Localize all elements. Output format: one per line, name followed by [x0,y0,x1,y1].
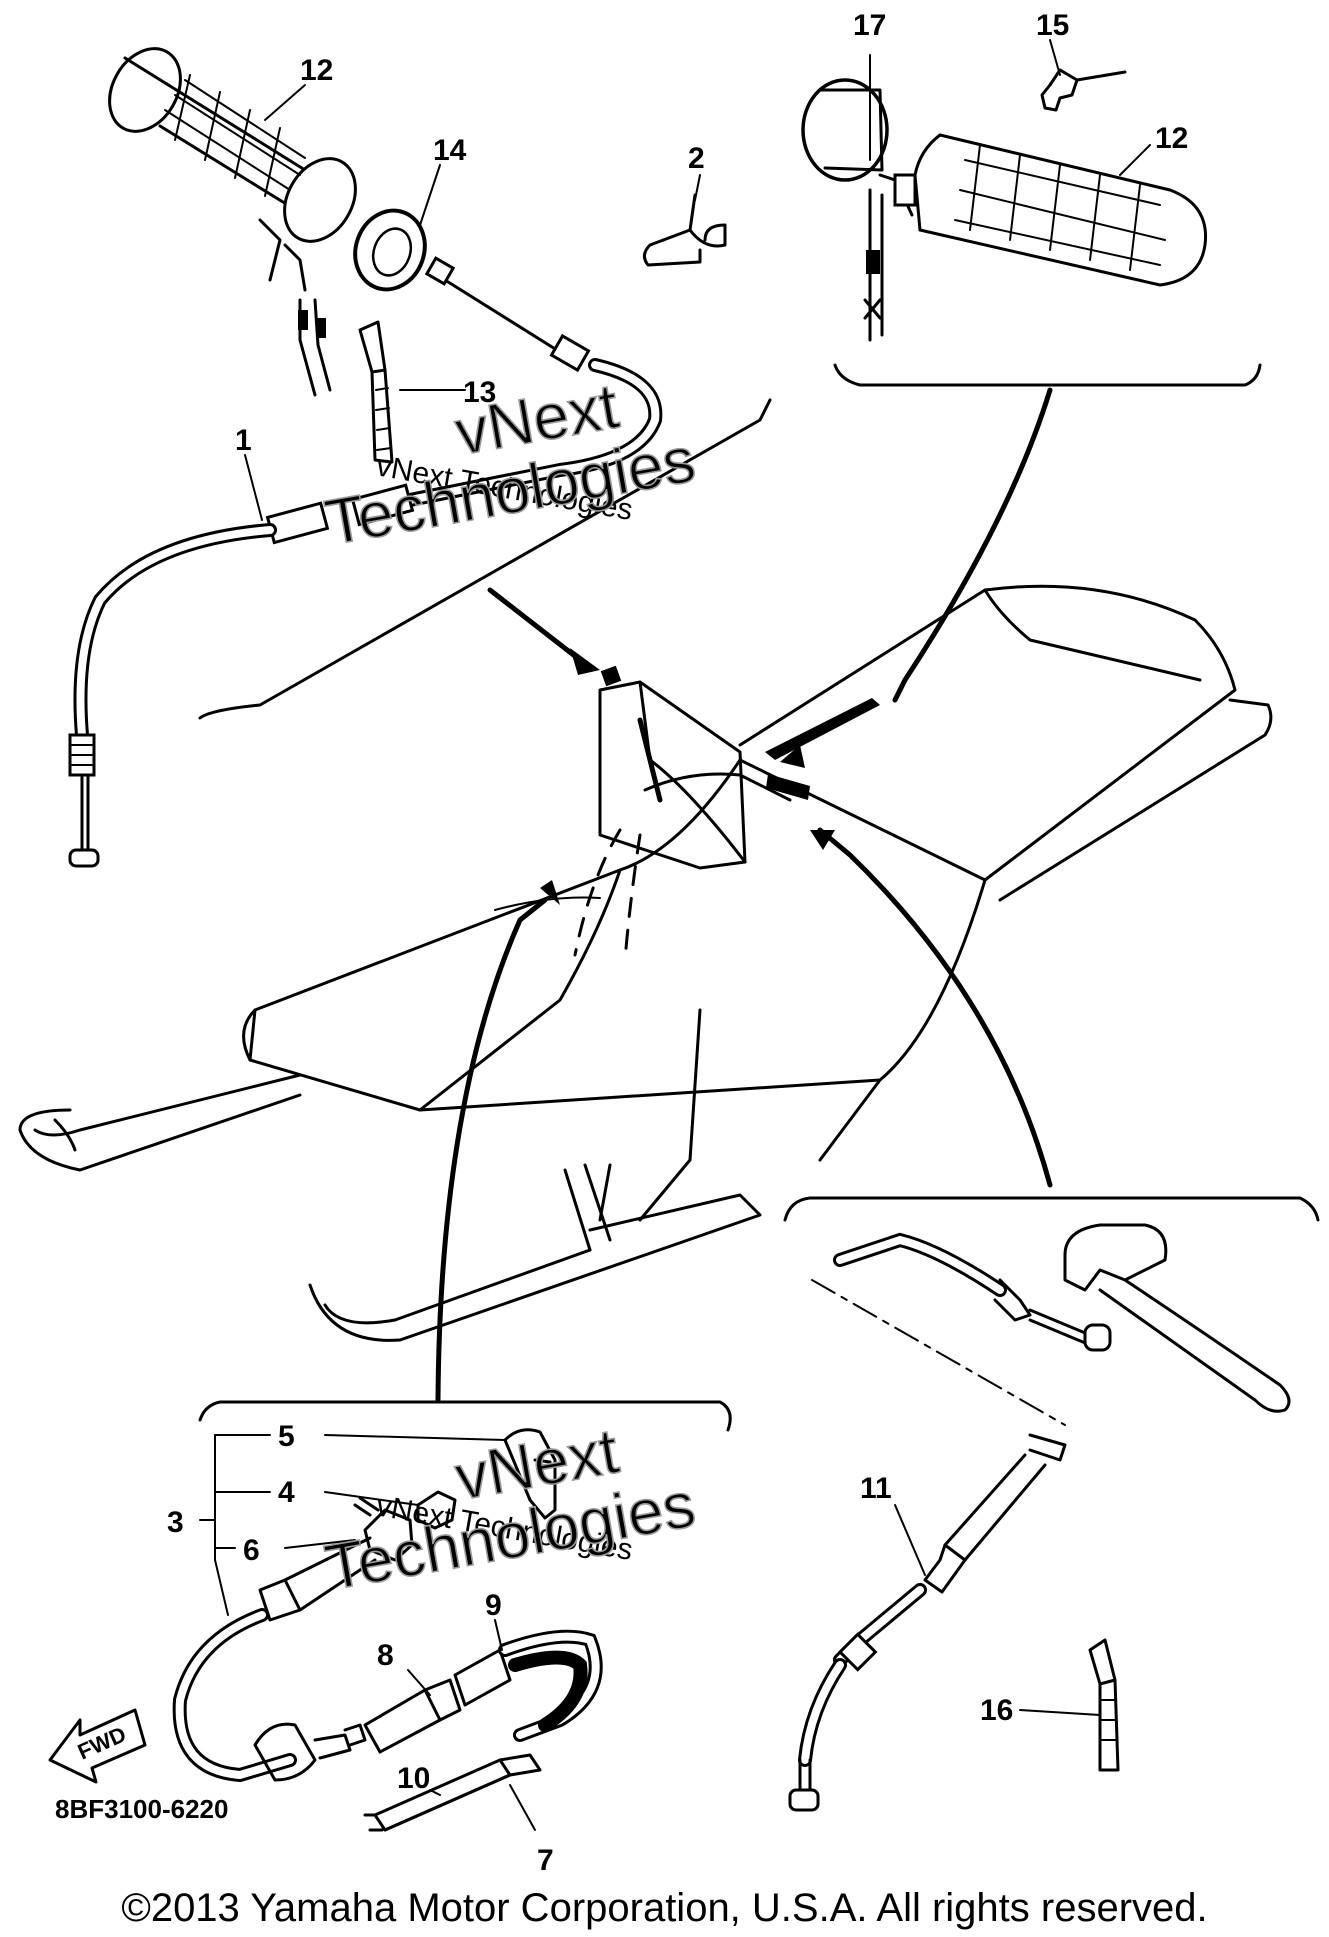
callout-16: 16 [980,1694,1013,1727]
watermark-bottom: vNext Technologies vNext Technologies [319,1414,701,1605]
right-grip-group [765,68,1262,768]
handlebar-grip-left [108,47,357,292]
callout-9: 9 [485,1589,502,1622]
brake-cable-group [783,827,1320,1812]
throttle-grip-group [68,47,772,868]
switch-cable-group: FWD [48,880,732,1832]
callout-1: 1 [235,424,252,457]
callout-11: 11 [860,1472,892,1505]
copyright-notice: ©2013 Yamaha Motor Corporation, U.S.A. A… [121,1886,1208,1930]
callout-12-right: 12 [1155,122,1188,155]
callout-12-left: 12 [300,54,333,87]
fwd-arrow-icon: FWD [48,1708,147,1784]
callout-4: 4 [278,1476,295,1509]
callout-labels: 1 2 3 4 5 6 7 8 9 10 11 12 12 13 14 15 1… [167,9,1188,1877]
callout-15: 15 [1036,9,1069,42]
callout-6: 6 [243,1534,260,1567]
callout-3: 3 [167,1506,184,1539]
cable-tie-13 [358,320,394,464]
clip-2 [643,193,727,267]
callout-17: 17 [853,9,886,42]
callout-5: 5 [278,1420,295,1453]
callout-7: 7 [537,1844,554,1877]
callout-14: 14 [433,134,467,167]
callout-8: 8 [377,1639,394,1672]
fwd-label: FWD [74,1721,130,1764]
snowmobile-illustration [18,584,1273,1342]
cable-tie-16 [1088,1638,1120,1772]
callout-13: 13 [463,376,496,409]
callout-10: 10 [397,1762,430,1795]
callout-2: 2 [688,142,705,175]
diagram-code: 8BF3100-6220 [55,1794,228,1824]
